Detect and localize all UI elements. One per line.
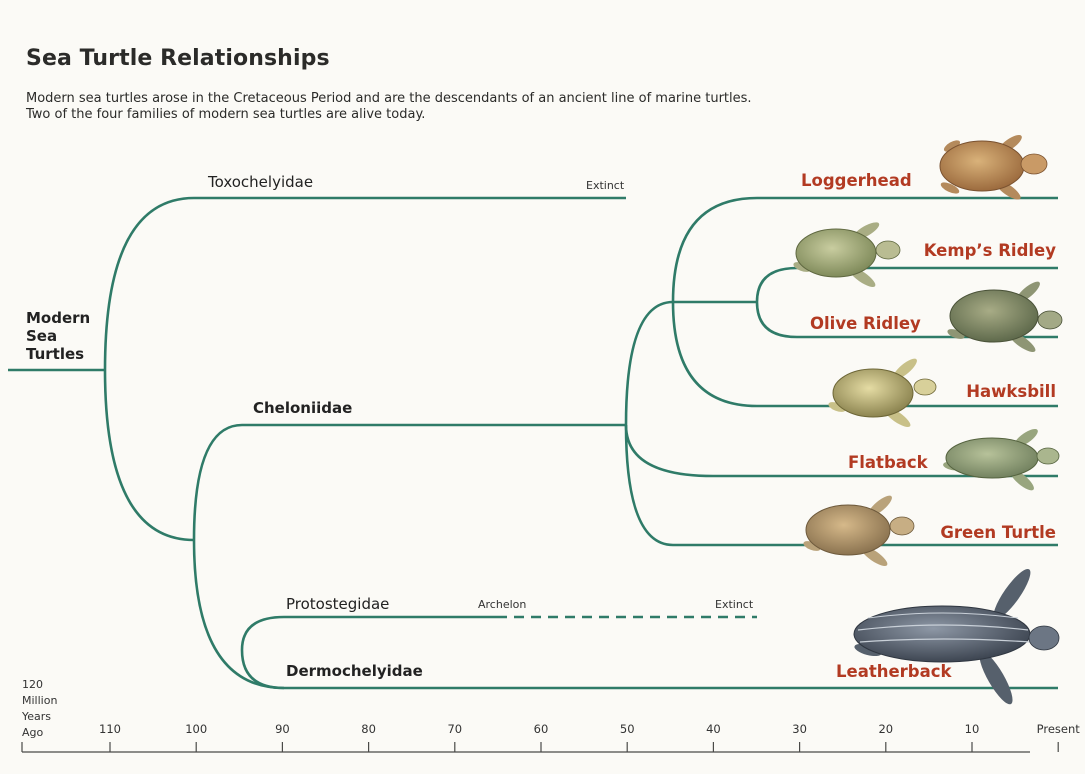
kemps-ridley-turtle-illustration — [793, 222, 901, 288]
root-label-line-2: Sea — [26, 327, 57, 345]
subtitle-line-1: Modern sea turtles arose in the Cretaceo… — [26, 91, 752, 106]
axis-ticks: 110 100 90 80 70 60 50 40 30 20 10 Present — [99, 722, 1080, 752]
flatback-turtle-illustration — [943, 428, 1060, 491]
axis-tick-label: 100 — [185, 722, 207, 736]
olive-ridley-turtle-illustration — [947, 281, 1063, 353]
tree-branches — [8, 196, 1058, 690]
leatherback-turtle-illustration — [853, 569, 1060, 705]
species-label-kemps-ridley: Kemp’s Ridley — [924, 241, 1057, 260]
species-label-green-turtle: Green Turtle — [940, 523, 1056, 542]
species-label-flatback: Flatback — [848, 453, 929, 472]
family-label-protostegidae: Protostegidae — [286, 595, 389, 613]
axis-tick-label: Present — [1037, 722, 1081, 736]
subtitle-line-2: Two of the four families of modern sea t… — [26, 107, 426, 122]
loggerhead-turtle-illustration — [939, 134, 1048, 200]
family-label-cheloniidae: Cheloniidae — [253, 399, 352, 417]
axis-tick-label: 90 — [275, 722, 290, 736]
species-label-leatherback: Leatherback — [836, 662, 953, 681]
root-label-line-3: Turtles — [26, 345, 84, 363]
species-label-hawksbill: Hawksbill — [966, 382, 1056, 401]
toxochelyidae-extinct-note: Extinct — [586, 179, 625, 192]
page-title: Sea Turtle Relationships — [26, 46, 330, 71]
hawksbill-turtle-illustration — [828, 358, 937, 428]
axis-tick-label: 70 — [447, 722, 462, 736]
axis-tick-label: 50 — [620, 722, 635, 736]
time-axis: 120 Million Years Ago 110 100 90 80 70 60 50 40… — [21, 678, 1080, 753]
protostegidae-extinct-note: Extinct — [715, 598, 754, 611]
family-label-toxochelyidae: Toxochelyidae — [207, 173, 313, 191]
axis-tick-label: 80 — [361, 722, 376, 736]
axis-tick-label: 110 — [99, 722, 121, 736]
page-subtitle: Modern sea turtles arose in the Cretaceo… — [26, 91, 926, 123]
axis-tick-label: 30 — [792, 722, 807, 736]
cheloniidae-split-bottom — [624, 424, 674, 547]
root-label-line-1: Modern — [26, 309, 90, 327]
archelon-label: Archelon — [478, 598, 526, 611]
cheloniidae-split-top — [624, 300, 674, 426]
axis-unit-line-3: Years — [21, 710, 51, 723]
axis-tick-label: 60 — [534, 722, 549, 736]
lower-split — [192, 423, 285, 690]
ridley-split — [755, 266, 798, 339]
axis-tick-label: 20 — [878, 722, 893, 736]
root-split — [103, 196, 195, 542]
green-turtle-illustration — [803, 495, 915, 567]
axis-tick-label: 40 — [706, 722, 721, 736]
dermochelyidae-split — [240, 615, 285, 690]
flatback-junction — [624, 424, 714, 478]
family-label-dermochelyidae: Dermochelyidae — [286, 662, 423, 680]
axis-unit-line-2: Million — [22, 694, 57, 707]
species-label-loggerhead: Loggerhead — [801, 171, 912, 190]
axis-unit-line-4: Ago — [22, 726, 44, 739]
axis-unit-line-1: 120 — [22, 678, 43, 691]
species-label-olive-ridley: Olive Ridley — [810, 314, 921, 333]
axis-tick-label: 10 — [965, 722, 980, 736]
root-label: Modern Sea Turtles — [26, 309, 90, 363]
